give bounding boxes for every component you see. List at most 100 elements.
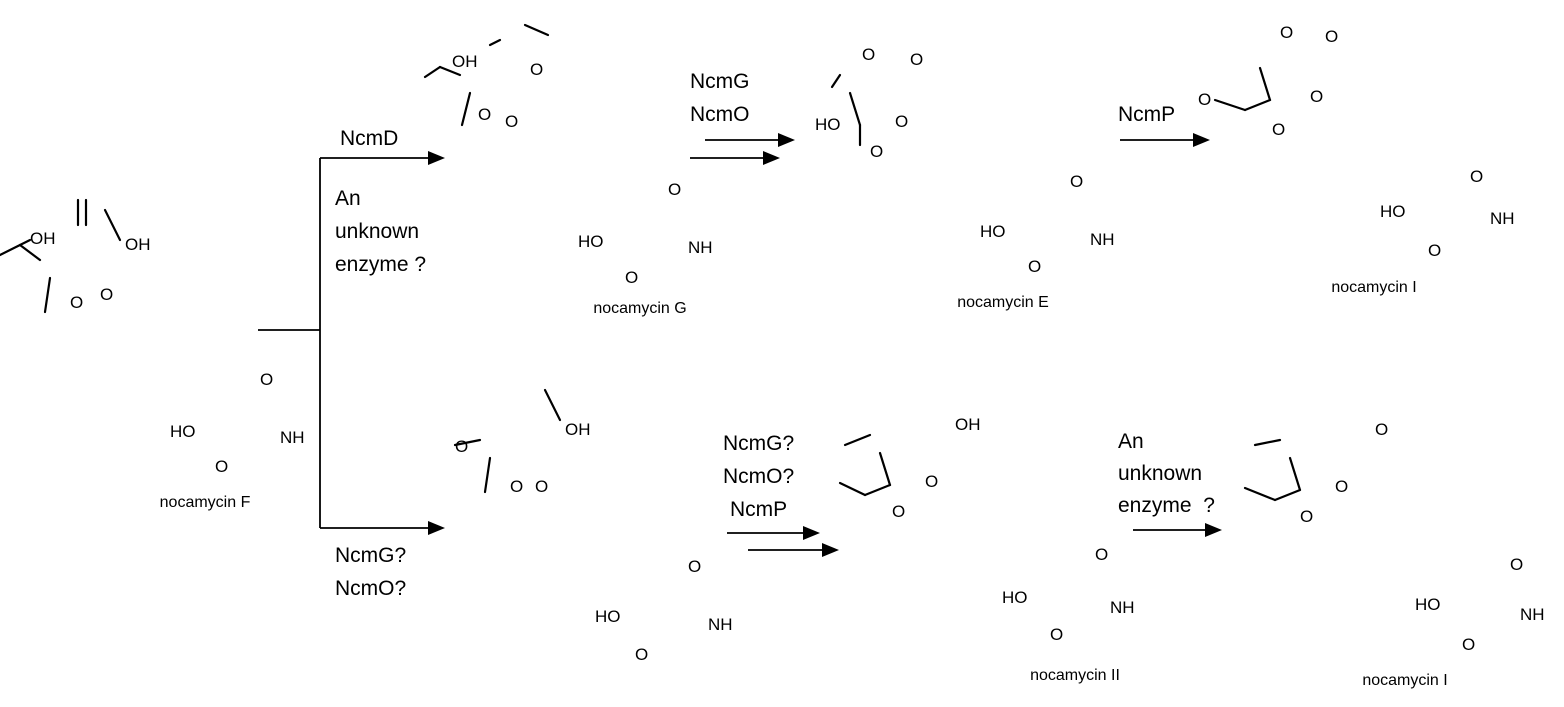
svg-text:NcmG: NcmG [690,70,750,93]
atom-label-nh: NH [1090,230,1115,249]
svg-text:enzyme ?: enzyme ? [1118,494,1215,517]
atom-label-oh: OH [125,235,151,254]
right-arrow-icon [1120,133,1210,147]
atom-label-o: O [1325,27,1338,46]
atom-label-ho: HO [595,607,621,626]
atom-label-o: O [668,180,681,199]
enzyme-label-bottom-step3: An unknown enzyme ? [1118,430,1215,517]
atom-label-o: O [1028,257,1041,276]
svg-text:An: An [1118,430,1144,453]
molecule-nocamycin-g: OH O O O HO NH O O [423,23,868,287]
enzyme-label-branch-top: NcmD An unknown enzyme ? [335,127,426,276]
atom-label-o: O [260,370,273,389]
atom-label-oh: OH [565,420,591,439]
atom-label-o: O [478,105,491,124]
right-arrow-icon [727,526,820,540]
svg-text:NcmP: NcmP [1118,103,1175,126]
atom-label-o: O [1310,87,1323,106]
atom-label-oh: OH [955,415,981,434]
atom-label-o: O [892,502,905,521]
atom-label-o: O [455,437,468,456]
label-nocamycin-i-top: nocamycin I [1331,279,1416,296]
molecule-nocamycin-e: HO O O O O HO NH O O [815,25,1248,276]
atom-label-o: O [688,557,701,576]
atom-label-o: O [925,472,938,491]
atom-label-o: O [505,112,518,131]
atom-label-o: O [70,293,83,312]
atom-label-ho: HO [815,115,841,134]
right-arrow-icon [748,543,839,557]
enzyme-label-bottom-step2: NcmG? NcmO? NcmP [723,432,794,521]
atom-label-o: O [1462,635,1475,654]
label-nocamycin-g: nocamycin G [593,300,686,317]
svg-text:NcmG?: NcmG? [723,432,794,455]
atom-label-o: O [1300,507,1313,526]
svg-text:NcmO: NcmO [690,103,750,126]
atom-label-o: O [1428,241,1441,260]
atom-label-nh: NH [688,238,713,257]
atom-label-nh: NH [708,615,733,634]
right-arrow-icon [320,151,445,165]
atom-label-o: O [1335,477,1348,496]
svg-text:NcmG?: NcmG? [335,544,406,567]
label-nocamycin-f: nocamycin F [160,494,251,511]
atom-label-o: O [1070,172,1083,191]
atom-label-o: O [1375,420,1388,439]
atom-label-o: O [215,457,228,476]
atom-label-ho: HO [170,422,196,441]
svg-text:NcmO?: NcmO? [723,465,794,488]
atom-label-oh: OH [30,229,56,248]
atom-label-o: O [1272,120,1285,139]
branch-connector [258,158,321,528]
svg-text:unknown: unknown [335,220,419,243]
molecule-intermediate: O OH O O HO NH O O [453,388,888,664]
right-arrow-icon [705,133,795,147]
molecule-nocamycin-ii: O OH O HO NH O O [838,385,1278,644]
svg-text:NcmP: NcmP [730,498,787,521]
atom-label-o: O [1470,167,1483,186]
atom-label-o: O [1198,90,1211,109]
atom-label-ho: HO [578,232,604,251]
atom-label-o: O [530,60,543,79]
atom-label-o: O [625,268,638,287]
right-arrow-icon [1133,523,1222,537]
atom-label-o: O [535,477,548,496]
right-arrow-icon [320,521,445,535]
svg-text:unknown: unknown [1118,462,1202,485]
right-arrow-icon [690,151,780,165]
atom-label-nh: NH [280,428,305,447]
enzyme-label-top-step3: NcmP [1118,103,1175,126]
atom-label-nh: NH [1520,605,1545,624]
molecule-nocamycin-i-top: O O O O O HO NH O O [1198,0,1564,260]
atom-label-o: O [870,142,883,161]
enzyme-label-branch-bottom: NcmG? NcmO? [335,544,406,600]
label-nocamycin-ii: nocamycin II [1030,667,1120,684]
svg-text:enzyme ?: enzyme ? [335,253,426,276]
svg-text:NcmO?: NcmO? [335,577,406,600]
atom-label-o: O [1095,545,1108,564]
label-nocamycin-e: nocamycin E [957,294,1049,311]
atom-label-ho: HO [1380,202,1406,221]
atom-label-o: O [910,50,923,69]
enzyme-label-top-step2: NcmG NcmO [690,70,750,126]
atom-label-o: O [1280,23,1293,42]
atom-label-nh: NH [1490,209,1515,228]
atom-label-ho: HO [980,222,1006,241]
atom-label-o: O [100,285,113,304]
atom-label-o: O [1510,555,1523,574]
molecule-nocamycin-f: OH OH O O HO NH O O [0,198,448,476]
atom-label-nh: NH [1110,598,1135,617]
label-nocamycin-i-bottom: nocamycin I [1362,672,1447,689]
atom-label-o: O [862,45,875,64]
atom-label-ho: HO [1415,595,1441,614]
svg-text:An: An [335,187,361,210]
atom-label-o: O [1050,625,1063,644]
atom-label-o: O [510,477,523,496]
atom-label-ho: HO [1002,588,1028,607]
atom-label-o: O [635,645,648,664]
atom-label-oh: OH [452,52,478,71]
svg-text:NcmD: NcmD [340,127,398,150]
molecule-nocamycin-i-bottom: O O O HO NH O O [1243,390,1564,654]
atom-label-o: O [895,112,908,131]
